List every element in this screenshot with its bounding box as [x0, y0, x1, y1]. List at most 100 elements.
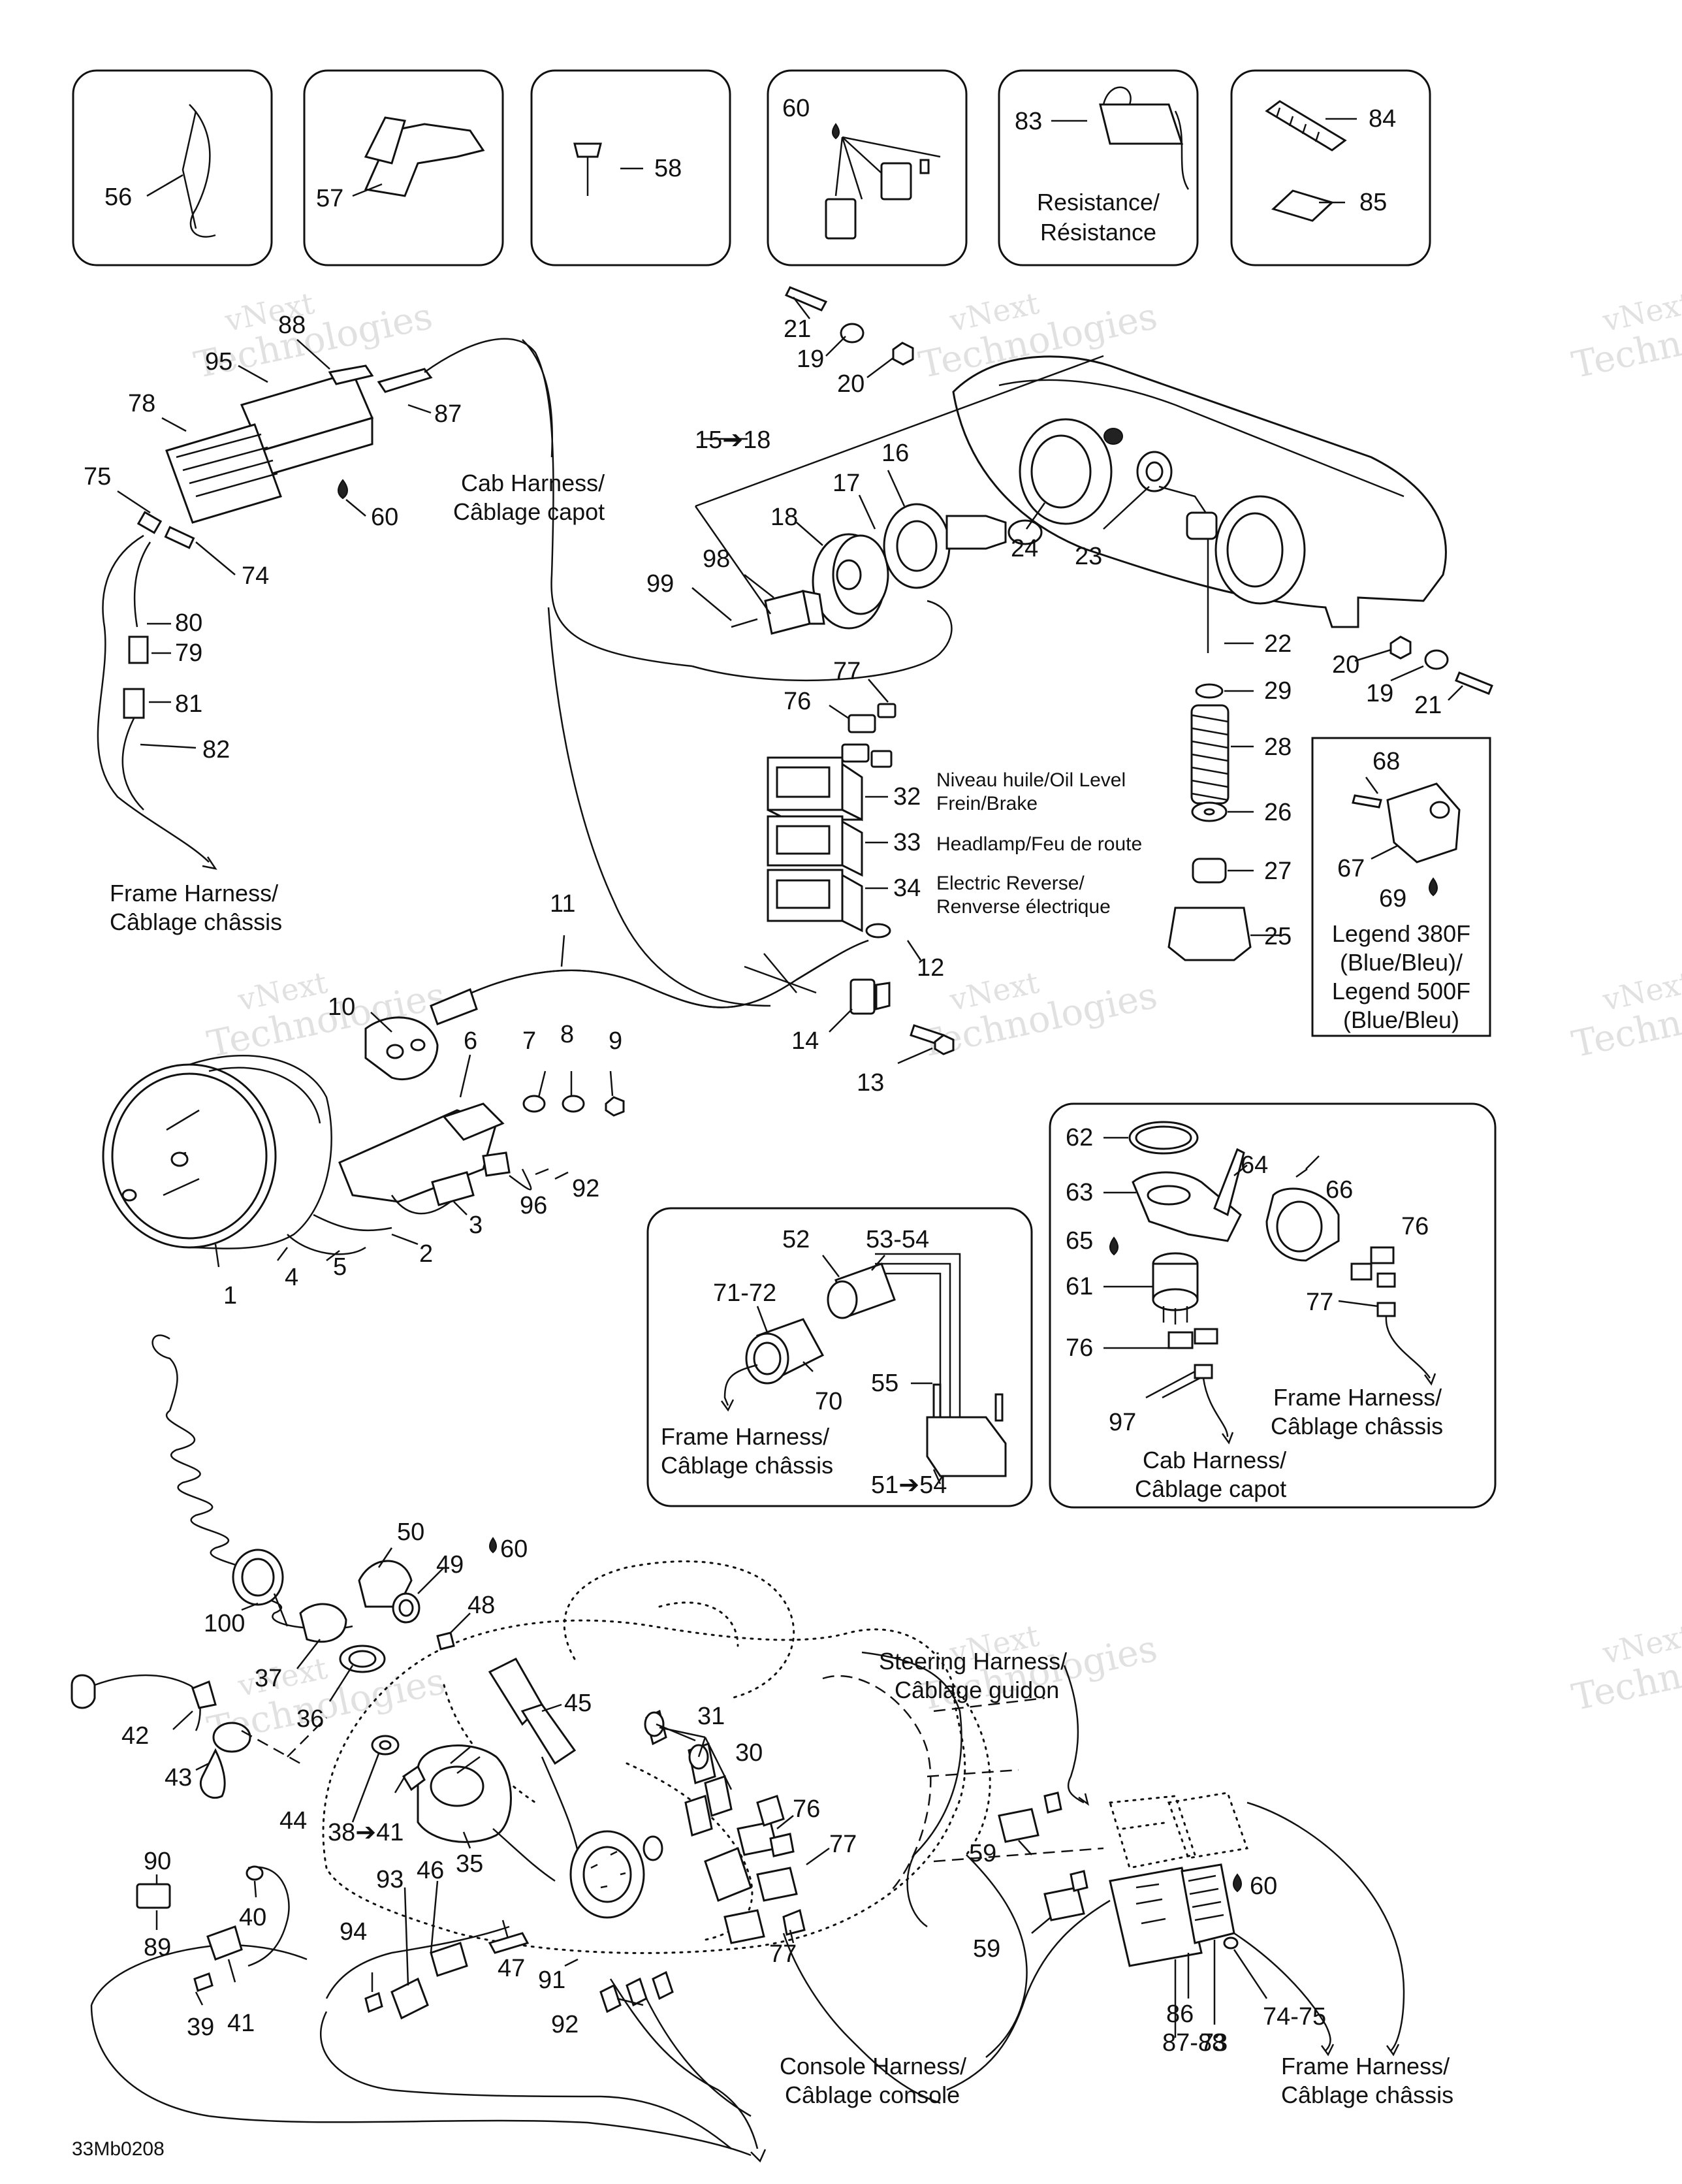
- steering-harness-line2: Câblage guidon: [895, 1677, 1059, 1703]
- inset-gauge-frame-harness-line1: Frame Harness/: [1273, 1384, 1442, 1411]
- callout-16: 16: [881, 440, 909, 467]
- callout-89: 89: [144, 1934, 171, 1961]
- callout-66: 66: [1325, 1176, 1353, 1204]
- callout-77: 77: [1306, 1289, 1333, 1316]
- callout-15-18: 15➔18: [695, 426, 770, 454]
- callout-37: 37: [255, 1665, 282, 1692]
- callout-77: 77: [833, 658, 861, 685]
- electric-reverse-label-line2: Renverse électrique: [936, 896, 1111, 918]
- inset-gauge: 62 63 64 66 65 61 76 77 76 97 Frame Harn…: [1049, 1102, 1497, 1509]
- callout-91: 91: [538, 1967, 565, 1994]
- callout-41: 41: [227, 2010, 255, 2037]
- callout-51-54: 51➔54: [871, 1471, 947, 1499]
- inset-gauge-frame-harness-line2: Câblage châssis: [1271, 1413, 1443, 1439]
- cab-harness-label-line1: Cab Harness/: [461, 470, 605, 496]
- inset-gauge-cab-harness-line1: Cab Harness/: [1143, 1447, 1286, 1473]
- callout-23: 23: [1075, 543, 1102, 570]
- bottom-frame-harness-line1: Frame Harness/: [1281, 2053, 1450, 2080]
- callout-8: 8: [560, 1021, 574, 1048]
- headlamp-assembly: 15➔18 21 19 20 16 17 18 98 99 24 23 22 2…: [646, 286, 1493, 961]
- callout-74: 74: [242, 562, 269, 590]
- frame-harness-label-line1: Frame Harness/: [110, 880, 278, 907]
- callout-64: 64: [1241, 1151, 1268, 1179]
- inset-gauge-cab-harness-line2: Câblage capot: [1135, 1475, 1286, 1502]
- callout-76: 76: [784, 688, 811, 715]
- callout-38-41: 38➔41: [328, 1819, 404, 1846]
- callout-93: 93: [376, 1866, 404, 1893]
- callout-87: 87: [434, 400, 462, 428]
- callout-76: 76: [1401, 1213, 1429, 1240]
- legend-box: 68 67 69 Legend 380F (Blue/Bleu)/ Legend…: [1311, 737, 1491, 1037]
- inset-frame-harness-line1: Frame Harness/: [661, 1423, 829, 1450]
- callout-33: 33: [893, 829, 921, 856]
- speedometer-group: 11 12 14 13 10 6 7 8 9 92 96 3 2 5 4 1: [102, 890, 955, 1309]
- callout-18: 18: [770, 504, 798, 531]
- callout-42: 42: [121, 1722, 149, 1750]
- callout-22: 22: [1264, 630, 1292, 658]
- callout-99: 99: [646, 570, 674, 598]
- callout-11: 11: [550, 890, 575, 918]
- callout-85: 85: [1359, 189, 1387, 216]
- callout-76: 76: [793, 1795, 820, 1823]
- callout-92: 92: [572, 1175, 599, 1202]
- callout-94: 94: [340, 1918, 367, 1946]
- callout-45: 45: [564, 1690, 592, 1717]
- callout-13: 13: [857, 1069, 884, 1097]
- console-harness-line1: Console Harness/: [780, 2053, 966, 2080]
- connector-block-group: 88 95 78 87 60 Cab Harness/ Câblage capo…: [84, 312, 771, 1007]
- brake-label: Frein/Brake: [936, 793, 1038, 814]
- callout-5: 5: [333, 1253, 347, 1281]
- callout-90: 90: [144, 1848, 171, 1875]
- callout-49: 49: [436, 1551, 464, 1579]
- callout-75: 75: [84, 463, 111, 490]
- callout-69: 69: [1379, 885, 1406, 912]
- callout-7: 7: [522, 1027, 536, 1055]
- callout-60: 60: [371, 504, 398, 531]
- inset-connector: 52 53-54 71-72 70 55 51➔54 Frame Harness…: [646, 1207, 1033, 1507]
- callout-98: 98: [703, 545, 730, 573]
- callout-28: 28: [1264, 733, 1292, 761]
- callout-59: 59: [969, 1840, 996, 1867]
- callout-65: 65: [1066, 1227, 1093, 1255]
- diagram-code: 33Mb0208: [72, 2138, 165, 2160]
- callout-24: 24: [1011, 535, 1038, 562]
- callout-19: 19: [797, 345, 824, 373]
- steering-harness-line1: Steering Harness/: [879, 1648, 1067, 1675]
- callout-39: 39: [187, 2014, 214, 2041]
- callout-81: 81: [175, 690, 202, 718]
- callout-60: 60: [782, 95, 810, 122]
- callout-9: 9: [609, 1027, 622, 1055]
- callout-77: 77: [829, 1831, 857, 1858]
- legend-line1: Legend 380F: [1332, 920, 1470, 947]
- callout-6: 6: [464, 1027, 477, 1055]
- callout-30: 30: [735, 1739, 763, 1767]
- callout-56: 56: [104, 184, 132, 211]
- callout-44: 44: [279, 1807, 307, 1835]
- callout-48: 48: [468, 1592, 495, 1619]
- callout-2: 2: [419, 1240, 433, 1268]
- box-83: 83 Resistance/ Résistance: [998, 69, 1199, 266]
- callout-21: 21: [1414, 692, 1442, 719]
- callout-29: 29: [1264, 677, 1292, 705]
- callout-71-72: 71-72: [713, 1279, 776, 1307]
- frame-harness-label-line2: Câblage châssis: [110, 908, 282, 935]
- callout-59: 59: [973, 1935, 1000, 1963]
- callout-63: 63: [1066, 1179, 1093, 1206]
- callout-3: 3: [469, 1212, 483, 1239]
- oil-level-label: Niveau huile/Oil Level: [936, 769, 1126, 791]
- callout-1: 1: [223, 1282, 237, 1309]
- callout-68: 68: [1373, 748, 1400, 775]
- inset-frame-harness-line2: Câblage châssis: [661, 1452, 833, 1479]
- callout-20: 20: [837, 370, 865, 398]
- callout-10: 10: [328, 993, 355, 1021]
- callout-19: 19: [1366, 680, 1393, 707]
- callout-60: 60: [1250, 1872, 1277, 1900]
- callout-79: 79: [175, 639, 202, 667]
- callout-87-88: 87-88: [1162, 2029, 1226, 2057]
- box-58: 58: [530, 69, 731, 266]
- console-harness-line2: Câblage console: [785, 2081, 960, 2108]
- callout-4: 4: [285, 1264, 298, 1291]
- callout-60: 60: [500, 1535, 528, 1563]
- callout-46: 46: [417, 1857, 444, 1884]
